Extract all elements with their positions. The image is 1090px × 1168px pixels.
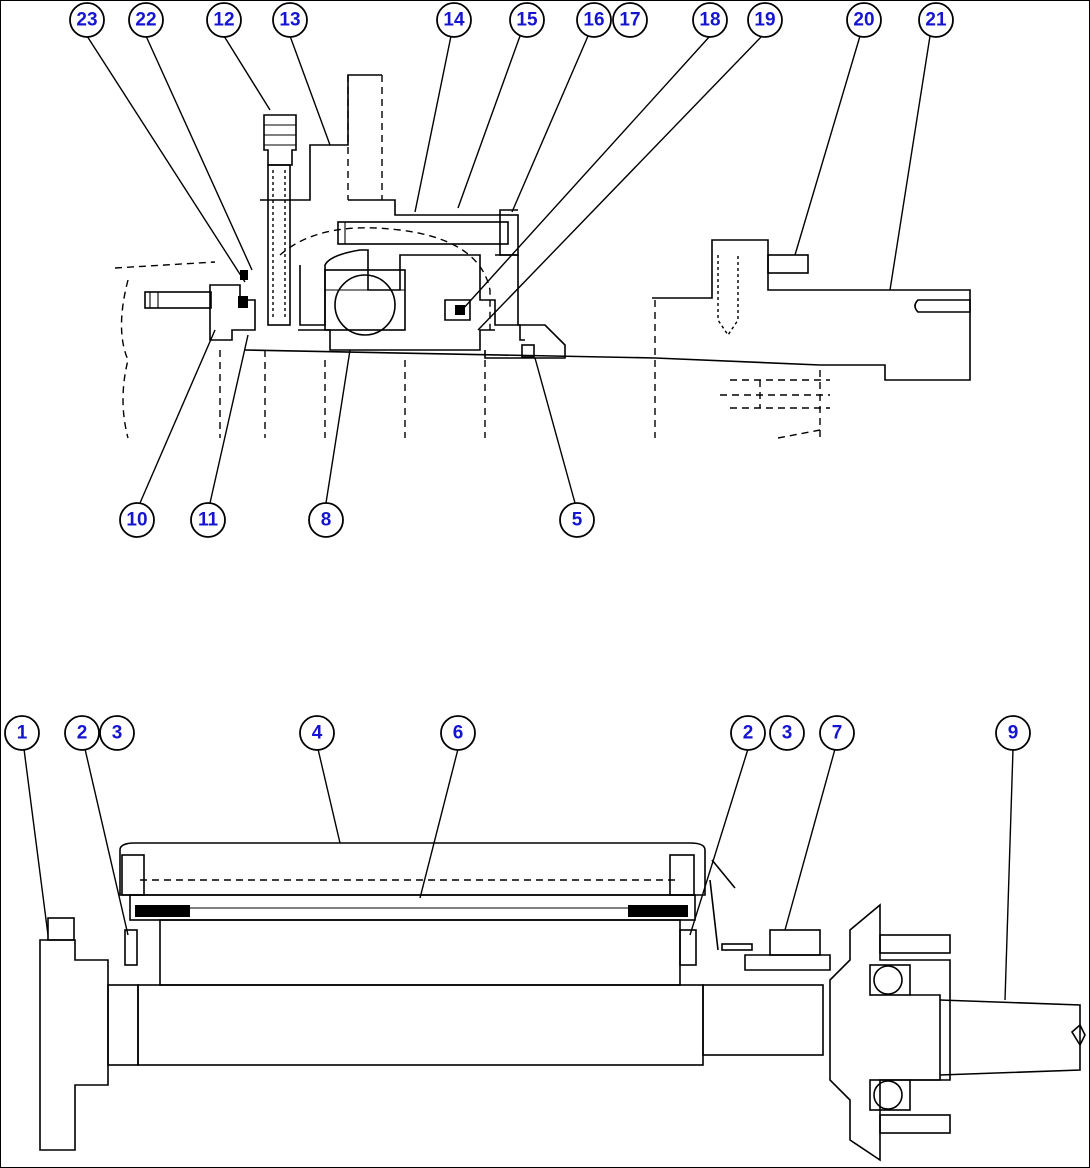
svg-text:15: 15: [516, 10, 538, 31]
callout-18: 18: [692, 2, 728, 38]
svg-text:19: 19: [754, 10, 775, 31]
svg-text:9: 9: [1008, 723, 1019, 744]
svg-text:21: 21: [925, 10, 947, 31]
callout-4: 4: [299, 715, 335, 751]
svg-text:2: 2: [77, 723, 88, 744]
svg-text:3: 3: [782, 723, 793, 744]
callout-23: 23: [69, 2, 105, 38]
svg-text:23: 23: [76, 10, 97, 31]
svg-text:2: 2: [743, 723, 754, 744]
callout-14: 14: [436, 2, 472, 38]
callout-5: 5: [559, 502, 595, 538]
callout-22: 22: [128, 2, 164, 38]
callout-3-left: 3: [99, 715, 135, 751]
svg-text:10: 10: [126, 510, 147, 531]
callout-8: 8: [308, 502, 344, 538]
svg-text:20: 20: [853, 10, 874, 31]
svg-text:5: 5: [572, 510, 583, 531]
svg-text:4: 4: [312, 723, 323, 744]
callout-6: 6: [440, 715, 476, 751]
callout-7: 7: [819, 715, 855, 751]
svg-text:18: 18: [699, 10, 720, 31]
callout-13: 13: [272, 2, 308, 38]
svg-text:11: 11: [198, 510, 219, 531]
svg-text:17: 17: [619, 10, 640, 31]
svg-text:22: 22: [135, 10, 156, 31]
svg-text:16: 16: [583, 10, 604, 31]
svg-text:1: 1: [17, 723, 28, 744]
svg-text:6: 6: [453, 723, 464, 744]
callout-21: 21: [918, 2, 954, 38]
callout-16: 16: [576, 2, 612, 38]
callout-20: 20: [846, 2, 882, 38]
svg-text:3: 3: [112, 723, 123, 744]
top-section-view: [114, 74, 971, 440]
callout-11: 11: [190, 502, 226, 538]
callout-2-right: 2: [730, 715, 766, 751]
svg-text:13: 13: [279, 10, 300, 31]
svg-text:12: 12: [213, 10, 234, 31]
callout-12: 12: [206, 2, 242, 38]
callout-10: 10: [119, 502, 155, 538]
bottom-assembly-view: [39, 842, 1086, 1162]
callout-1: 1: [4, 715, 40, 751]
callout-9: 9: [995, 715, 1031, 751]
callout-15: 15: [509, 2, 545, 38]
svg-text:7: 7: [832, 723, 843, 744]
leader-lines: [23, 35, 1014, 1001]
callout-2-left: 2: [64, 715, 100, 751]
callout-3-right: 3: [769, 715, 805, 751]
callout-19: 19: [747, 2, 783, 38]
callouts: 23 22 12 13 14 15 16 17 18 19 20 21 10 1…: [4, 2, 1031, 751]
callout-17: 17: [612, 2, 648, 38]
svg-text:8: 8: [321, 510, 332, 531]
svg-text:14: 14: [443, 10, 465, 31]
